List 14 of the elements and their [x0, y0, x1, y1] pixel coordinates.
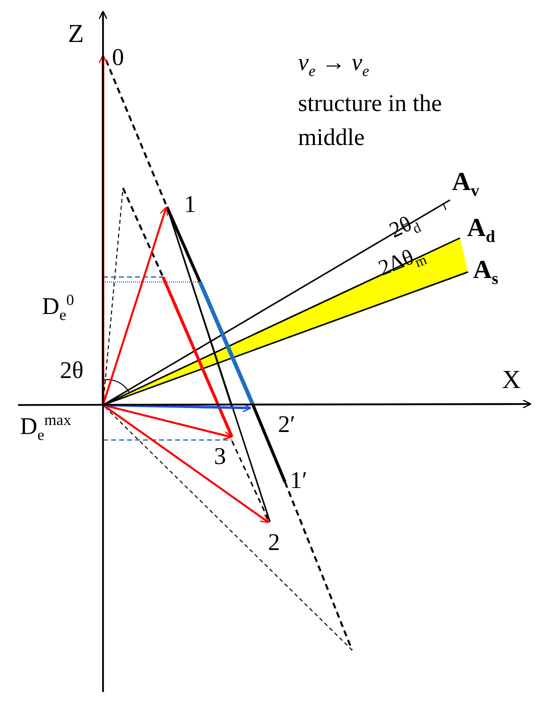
annotation-text: structure in the middle: [298, 90, 443, 153]
point-label: 1′: [290, 468, 308, 494]
axis-label: X: [502, 366, 521, 395]
point-label: 2′: [278, 412, 296, 438]
point-label: 1: [184, 192, 196, 218]
angle-label: 2θ: [60, 358, 84, 384]
point-label: 2: [268, 530, 280, 556]
annotation-text: ν$_{e}$ → ν$_{e}$: [298, 50, 370, 80]
vector-label: A$_{s}$: [473, 256, 498, 289]
point-label: 3: [214, 444, 226, 470]
vector-label: A$_{v}$: [452, 168, 480, 201]
point-label: 0: [112, 45, 124, 72]
axis-label: Z: [68, 20, 84, 49]
vector-label: A$_{d}$: [467, 214, 496, 247]
